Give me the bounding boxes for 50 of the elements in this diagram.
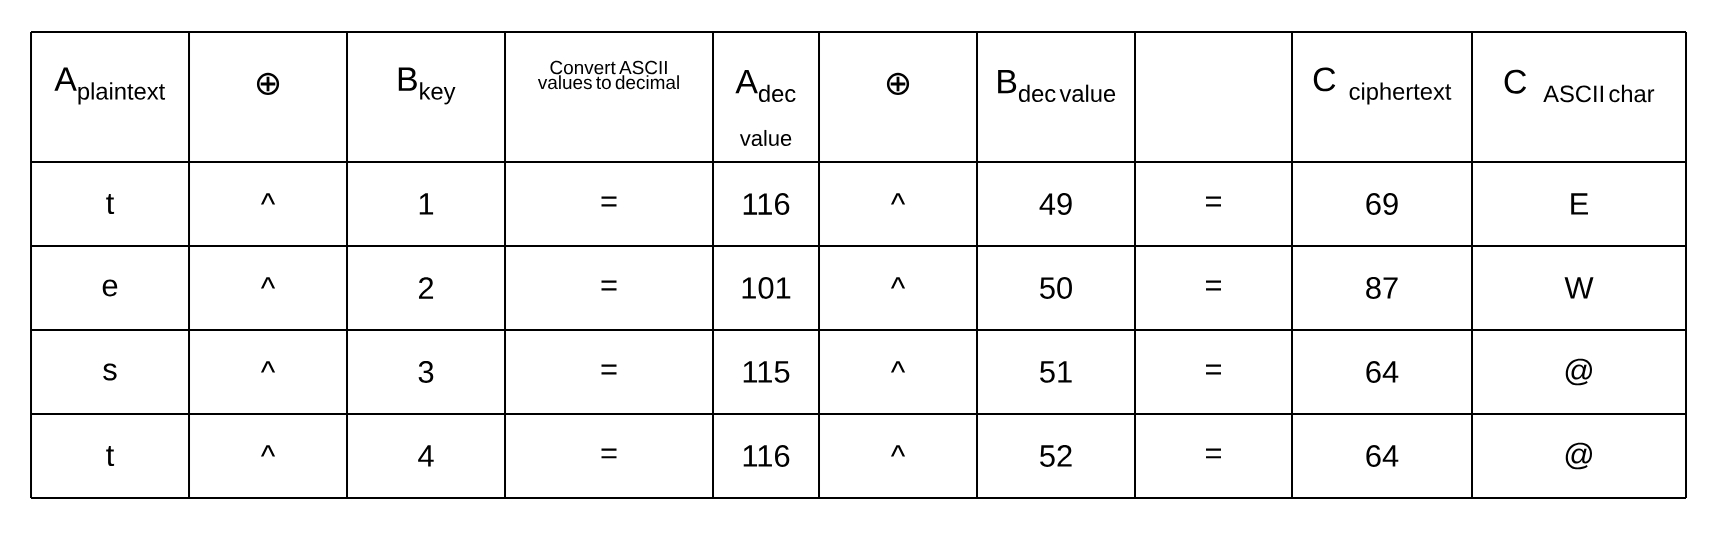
table-value: 1 [419, 193, 434, 215]
table-value: 2 [418, 277, 434, 299]
table-value: = [601, 364, 617, 375]
table-value: 101 [742, 277, 791, 299]
table-value: = [601, 280, 617, 291]
column-header: $\text{B}_{\text{key}}$ [398, 67, 456, 105]
table-value: 49 [1039, 193, 1072, 215]
column-header: ⊕ [256, 72, 280, 96]
table-value: 87 [1366, 277, 1398, 299]
table-value: 3 [418, 361, 434, 383]
table-value: 50 [1040, 277, 1072, 299]
table-value: ^ [260, 361, 276, 373]
table-value: = [601, 448, 617, 459]
table-value: 115 [743, 361, 790, 383]
table-value: = [1206, 196, 1221, 207]
table-value: 116 [743, 445, 790, 467]
table-value: = [1206, 448, 1221, 459]
table-value: = [1206, 364, 1221, 375]
column-header: $\text{A}_{\text{dec}}$ [735, 69, 796, 103]
table-value: s [103, 363, 117, 381]
column-header: value [739, 129, 792, 147]
table-value: 4 [418, 445, 434, 467]
table-value: 69 [1366, 193, 1398, 215]
table-value: 64 [1366, 445, 1399, 467]
column-header: $\text{C}\;_{\text{ciphertext}}$ [1313, 67, 1452, 105]
table-value: 116 [743, 193, 790, 215]
column-header: $\text{A}_{\text{plaintext}}$ [54, 67, 166, 105]
table-value: = [601, 196, 617, 207]
table-value: e [102, 279, 118, 297]
table-value: = [1206, 280, 1221, 291]
column-header: ⊕ [886, 72, 910, 96]
table-value: ^ [260, 277, 276, 289]
table-value: E [1571, 193, 1588, 215]
table-value: 64 [1366, 361, 1399, 383]
table-value: ^ [890, 277, 906, 289]
table-value: @ [1565, 442, 1592, 470]
column-header: Convert ASCII values to decimal [537, 60, 679, 90]
table-value: ^ [260, 193, 276, 205]
table-value: W [1564, 277, 1594, 299]
table-value: ^ [890, 193, 906, 205]
column-header: $\text{C}\;_{\text{ASCII char}}$ [1504, 69, 1655, 103]
table-value: t [106, 193, 115, 215]
column-header: $\text{B}_{\text{dec value}}$ [998, 69, 1116, 103]
table-value: @ [1565, 358, 1592, 386]
table-value: t [106, 445, 115, 467]
table-value: 52 [1040, 445, 1072, 467]
table-value: ^ [890, 445, 906, 457]
table-value: ^ [260, 445, 276, 457]
table-value: 51 [1040, 361, 1072, 383]
table-value: ^ [890, 361, 906, 373]
